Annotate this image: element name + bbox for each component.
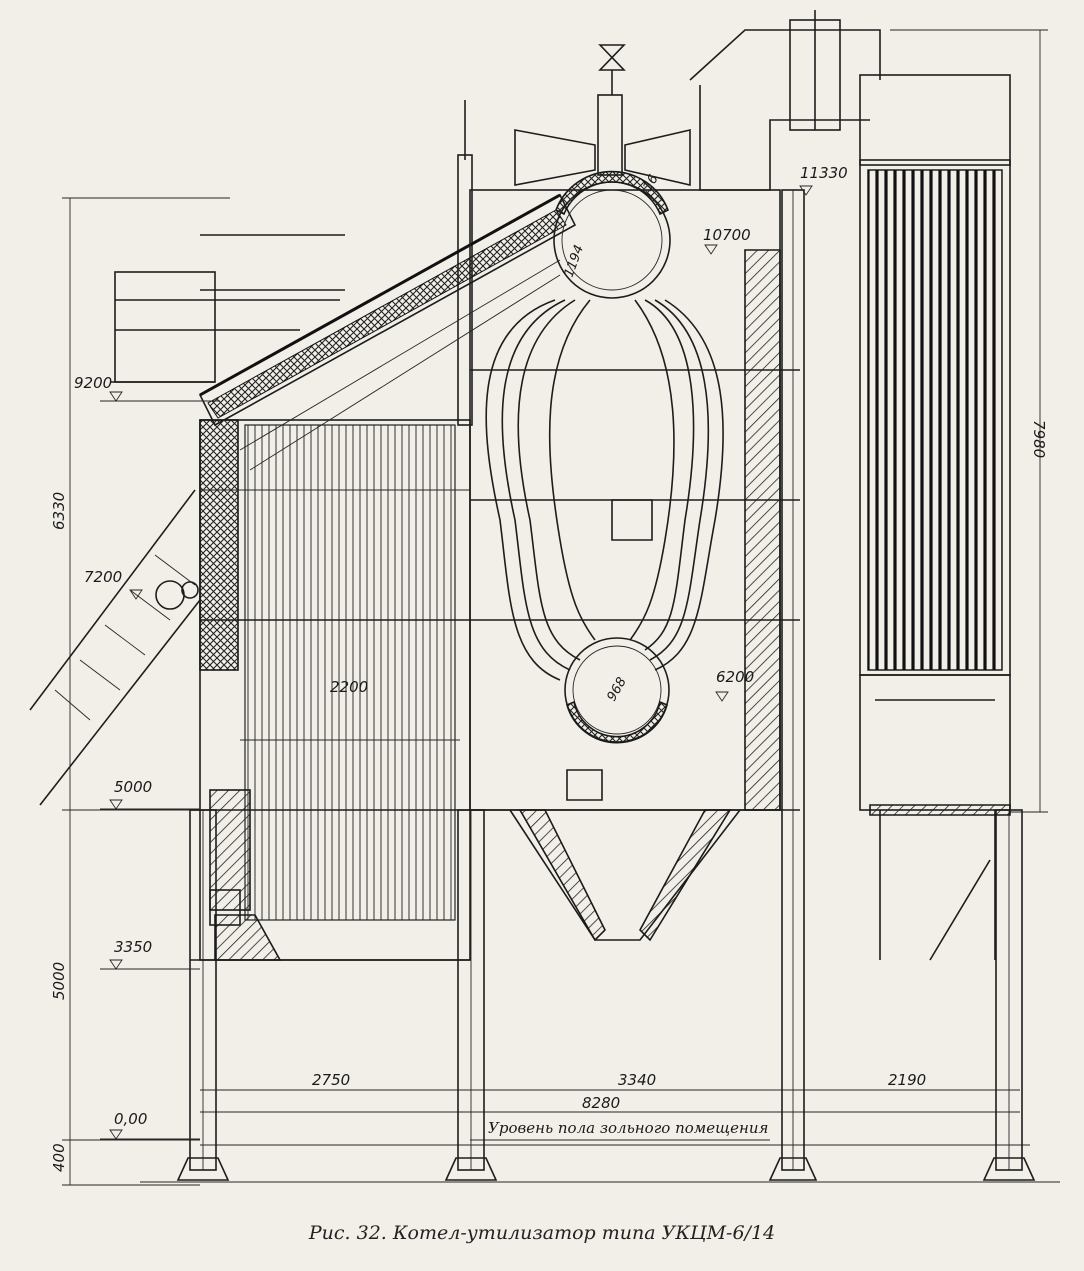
dim-7980: 7980 — [1030, 420, 1048, 458]
dim-2200: 2200 — [330, 678, 368, 696]
elevation-3350: 3350 — [114, 938, 152, 956]
dim-400: 400 — [50, 1143, 68, 1172]
circulation-section — [469, 44, 800, 942]
dim-1194: 1194 — [562, 243, 587, 279]
elevation-10700: 10700 — [703, 226, 751, 244]
dim-5000: 5000 — [50, 962, 68, 1000]
dimension-lines — [62, 29, 1048, 1186]
elevation-markers — [100, 185, 813, 1140]
dim-6330: 6330 — [50, 492, 68, 530]
elevation-7200: 7200 — [84, 568, 122, 586]
inclined-economizer — [198, 193, 577, 471]
dim-16: 16 — [640, 172, 661, 194]
figure-caption: Рис. 32. Котел-утилизатор типа УКЦМ-6/14 — [308, 1222, 776, 1244]
air-heater-section — [689, 10, 1011, 961]
elevation-5000: 5000 — [114, 778, 152, 796]
elevation-labels: 11330 10700 9200 7200 6200 5000 3350 0,0… — [74, 164, 848, 1128]
floor-level-label: Уровень пола зольного помещения — [488, 1119, 768, 1137]
dim-2750: 2750 — [312, 1071, 350, 1089]
elevation-11330: 11330 — [800, 164, 848, 182]
furnace-block — [29, 100, 800, 961]
elevation-9200: 9200 — [74, 374, 112, 392]
elevation-6200: 6200 — [716, 668, 754, 686]
dim-8280: 8280 — [582, 1094, 620, 1112]
dim-3340: 3340 — [618, 1071, 656, 1089]
dim-968: 968 — [604, 675, 629, 704]
dim-2190: 2190 — [888, 1071, 926, 1089]
elevation-0: 0,00 — [114, 1110, 147, 1128]
